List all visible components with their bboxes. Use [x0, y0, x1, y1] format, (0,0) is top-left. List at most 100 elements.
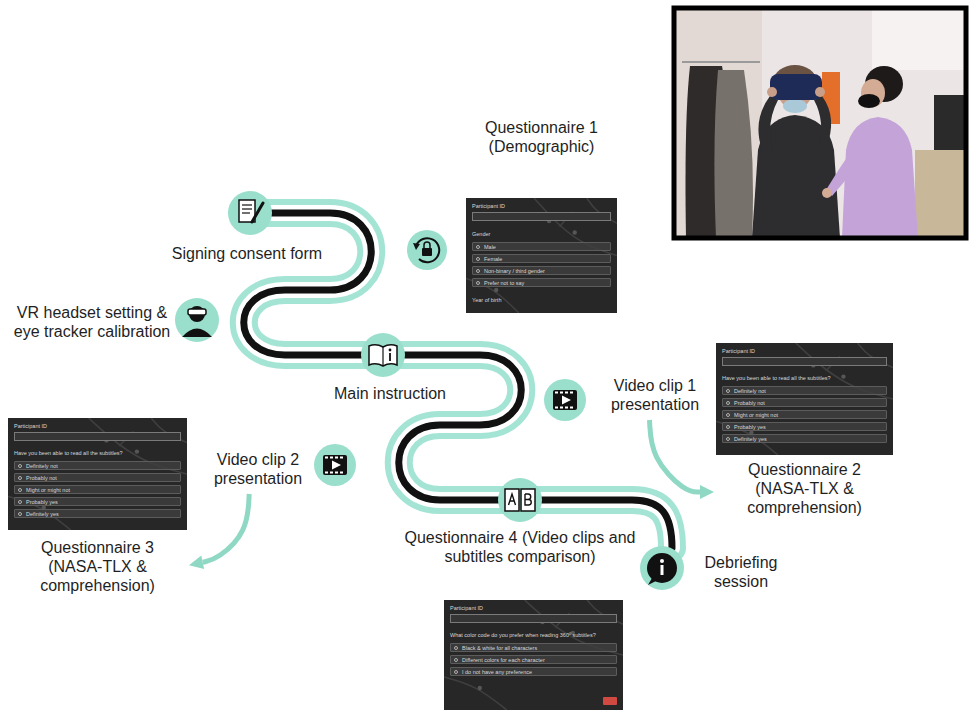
step-label: Main instruction: [320, 384, 460, 403]
step-label: VR headset setting & eye tracker calibra…: [8, 303, 176, 341]
option-text: Female: [484, 256, 502, 263]
option-text: Non-binary / third gender: [484, 268, 545, 275]
option-text: Male: [484, 244, 496, 251]
questionnaire-heading: Questionnaire 1 (Demographic): [460, 118, 623, 156]
questionnaire-screenshot: Participant ID What color code do you pre…: [444, 600, 623, 710]
questionnaire-heading: Questionnaire 4 (Video clips and subtitl…: [390, 528, 650, 566]
step-label-text: Debriefing session: [691, 553, 791, 591]
radio-button: [454, 646, 458, 650]
option-text: Might or might not: [26, 487, 70, 494]
radio-button: [476, 257, 480, 261]
questionnaire-screenshot: Participant ID Have you been able to read…: [8, 418, 187, 530]
step-label: Video clip 1 presentation: [600, 376, 710, 414]
vr-headset-icon: [175, 298, 219, 342]
questionnaire-screenshot: Participant ID Have you been able to read…: [716, 343, 893, 455]
questionnaire-panel: Questionnaire 3 (NASA-TLX & comprehensio…: [8, 418, 187, 598]
option-text: Prefer not to say: [484, 280, 524, 287]
step-label: Signing consent form: [157, 244, 337, 263]
radio-button: [726, 413, 730, 417]
input-field: [722, 357, 887, 366]
option-row: Definitely not: [722, 386, 887, 395]
field-label: Have you been able to read all the subti…: [722, 375, 831, 382]
step-label-text: Video clip 1 presentation: [600, 376, 710, 414]
option-row: Probably not: [722, 398, 887, 407]
option-text: Might or might not: [734, 412, 778, 419]
option-text: I do not have any preference: [462, 669, 532, 676]
option-text: Definitely yes: [26, 511, 59, 518]
input-field: [472, 212, 611, 221]
radio-button: [476, 269, 480, 273]
radio-button: [476, 281, 480, 285]
radio-button: [18, 488, 22, 492]
step-label-text: Video clip 2 presentation: [203, 450, 313, 488]
radio-button: [726, 437, 730, 441]
video-clip-icon: [544, 379, 586, 421]
option-text: Definitely yes: [734, 436, 767, 443]
debriefing-icon: [640, 546, 684, 590]
radio-button: [18, 512, 22, 516]
lab-photo: [674, 8, 966, 238]
field-label: What color code do you prefer when readi…: [450, 632, 596, 639]
option-row: Definitely yes: [14, 509, 181, 518]
step-label-text: Main instruction: [320, 384, 460, 403]
option-row: Might or might not: [722, 410, 887, 419]
option-row: Might or might not: [14, 485, 181, 494]
video-clip-icon: [314, 444, 356, 486]
option-text: Probably yes: [734, 424, 766, 431]
option-text: Probably yes: [26, 499, 58, 506]
option-row: Probably not: [14, 473, 181, 482]
option-row: I do not have any preference: [450, 667, 617, 676]
radio-button: [18, 476, 22, 480]
option-row: Black & white for all characters: [450, 643, 617, 652]
option-row: Different colors for each character: [450, 655, 617, 664]
option-text: Definitely not: [26, 463, 58, 470]
questionnaire-screenshot: Participant ID GenderMaleFemaleNon-binary…: [466, 198, 617, 313]
option-row: Definitely yes: [722, 434, 887, 443]
lock-rotate-icon: [407, 230, 447, 270]
questionnaire-heading: Questionnaire 3 (NASA-TLX & comprehensio…: [27, 538, 168, 595]
option-row: Non-binary / third gender: [472, 266, 611, 275]
step-label-text: Signing consent form: [157, 244, 337, 263]
radio-button: [454, 670, 458, 674]
next-button: [603, 697, 617, 705]
option-text: Black & white for all characters: [462, 645, 537, 652]
radio-button: [726, 425, 730, 429]
radio-button: [18, 464, 22, 468]
option-row: Male: [472, 242, 611, 251]
comparison-book-icon: [498, 478, 542, 522]
questionnaire-panel: Questionnaire 2 (NASA-TLX & comprehensio…: [716, 343, 893, 523]
input-field: [14, 432, 181, 441]
option-text: Probably not: [26, 475, 57, 482]
option-row: Female: [472, 254, 611, 263]
consent-icon: [228, 191, 272, 235]
field-label: Participant ID: [472, 203, 505, 210]
field-label: Participant ID: [450, 605, 483, 612]
radio-button: [454, 658, 458, 662]
option-text: Definitely not: [734, 388, 766, 395]
radio-button: [476, 245, 480, 249]
option-row: Prefer not to say: [472, 278, 611, 287]
flow-arrow: [650, 420, 701, 492]
field-label: Gender: [472, 231, 490, 238]
radio-button: [726, 401, 730, 405]
option-row: Probably yes: [722, 422, 887, 431]
field-label: Have you been able to read all the subti…: [14, 450, 123, 457]
field-label: Year of birth: [472, 297, 501, 304]
option-text: Probably not: [734, 400, 765, 407]
radio-button: [726, 389, 730, 393]
radio-button: [18, 500, 22, 504]
questionnaire-panel: Questionnaire 4 (Video clips and subtitl…: [390, 528, 650, 710]
option-row: Probably yes: [14, 497, 181, 506]
step-label-text: VR headset setting & eye tracker calibra…: [8, 303, 176, 341]
flow-arrow: [203, 494, 249, 562]
option-text: Different colors for each character: [462, 657, 545, 664]
step-label: Video clip 2 presentation: [203, 450, 313, 488]
questionnaire-panel: Questionnaire 1 (Demographic) Participant…: [460, 118, 623, 313]
field-label: Participant ID: [722, 348, 755, 355]
input-field: [450, 614, 617, 623]
questionnaire-heading: Questionnaire 2 (NASA-TLX & comprehensio…: [734, 460, 875, 517]
step-label: Debriefing session: [691, 553, 791, 591]
field-label: Participant ID: [14, 423, 47, 430]
instruction-book-icon: [361, 333, 405, 377]
option-row: Definitely not: [14, 461, 181, 470]
